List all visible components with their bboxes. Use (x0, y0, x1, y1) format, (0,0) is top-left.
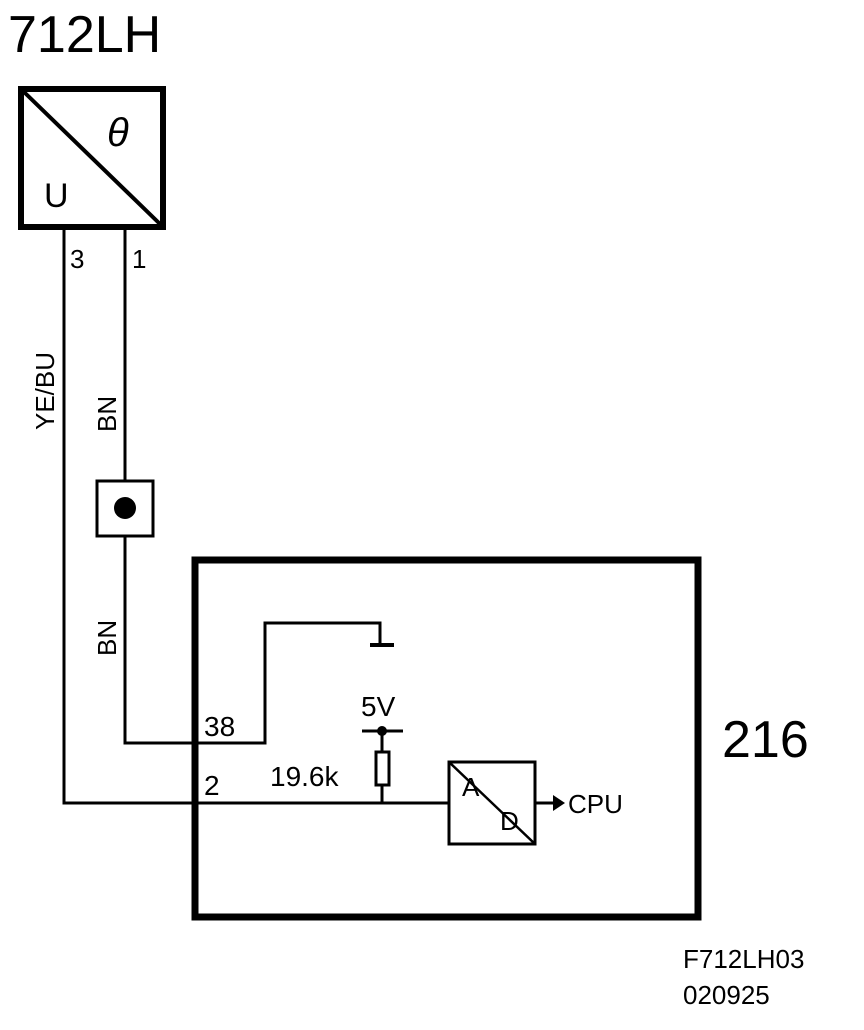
signal-wire-color: YE/BU (30, 352, 60, 430)
ad-converter-diagonal (448, 761, 536, 845)
drawing-date: 020925 (683, 980, 770, 1010)
temperature-sensor: θ U (18, 86, 166, 230)
cpu-arrow-icon (553, 795, 565, 811)
ground-wire-color-upper: BN (92, 396, 122, 432)
ad-label-a: A (462, 772, 480, 802)
supply-voltage-label: 5V (361, 691, 396, 722)
ad-converter: A D (447, 760, 537, 846)
ecu-box (191, 556, 702, 921)
sensor-pin-3: 3 (70, 244, 84, 274)
theta-symbol: θ (107, 111, 129, 155)
sensor-box (18, 86, 166, 230)
resistor-value-label: 19.6k (270, 761, 339, 792)
signal-wire (62, 227, 195, 805)
cpu-label: CPU (568, 789, 623, 819)
ecu-internal-ground (195, 621, 382, 745)
ecu-pin-2: 2 (204, 770, 220, 801)
ground-point-dot (114, 497, 136, 519)
u-symbol: U (44, 177, 69, 215)
ground-connection-point (95, 479, 155, 538)
ecu-id-label: 216 (722, 711, 809, 769)
sensor-diagonal (22, 90, 162, 226)
sensor-pin-1: 1 (132, 244, 146, 274)
ad-label-d: D (500, 806, 519, 836)
ground-wire-color-lower: BN (92, 620, 122, 656)
sensor-id-label: 712LH (8, 6, 161, 64)
pullup-resistor (374, 750, 391, 787)
ground-wire (123, 227, 195, 745)
ecu-pin-38: 38 (204, 711, 235, 742)
drawing-code: F712LH03 (683, 944, 804, 974)
